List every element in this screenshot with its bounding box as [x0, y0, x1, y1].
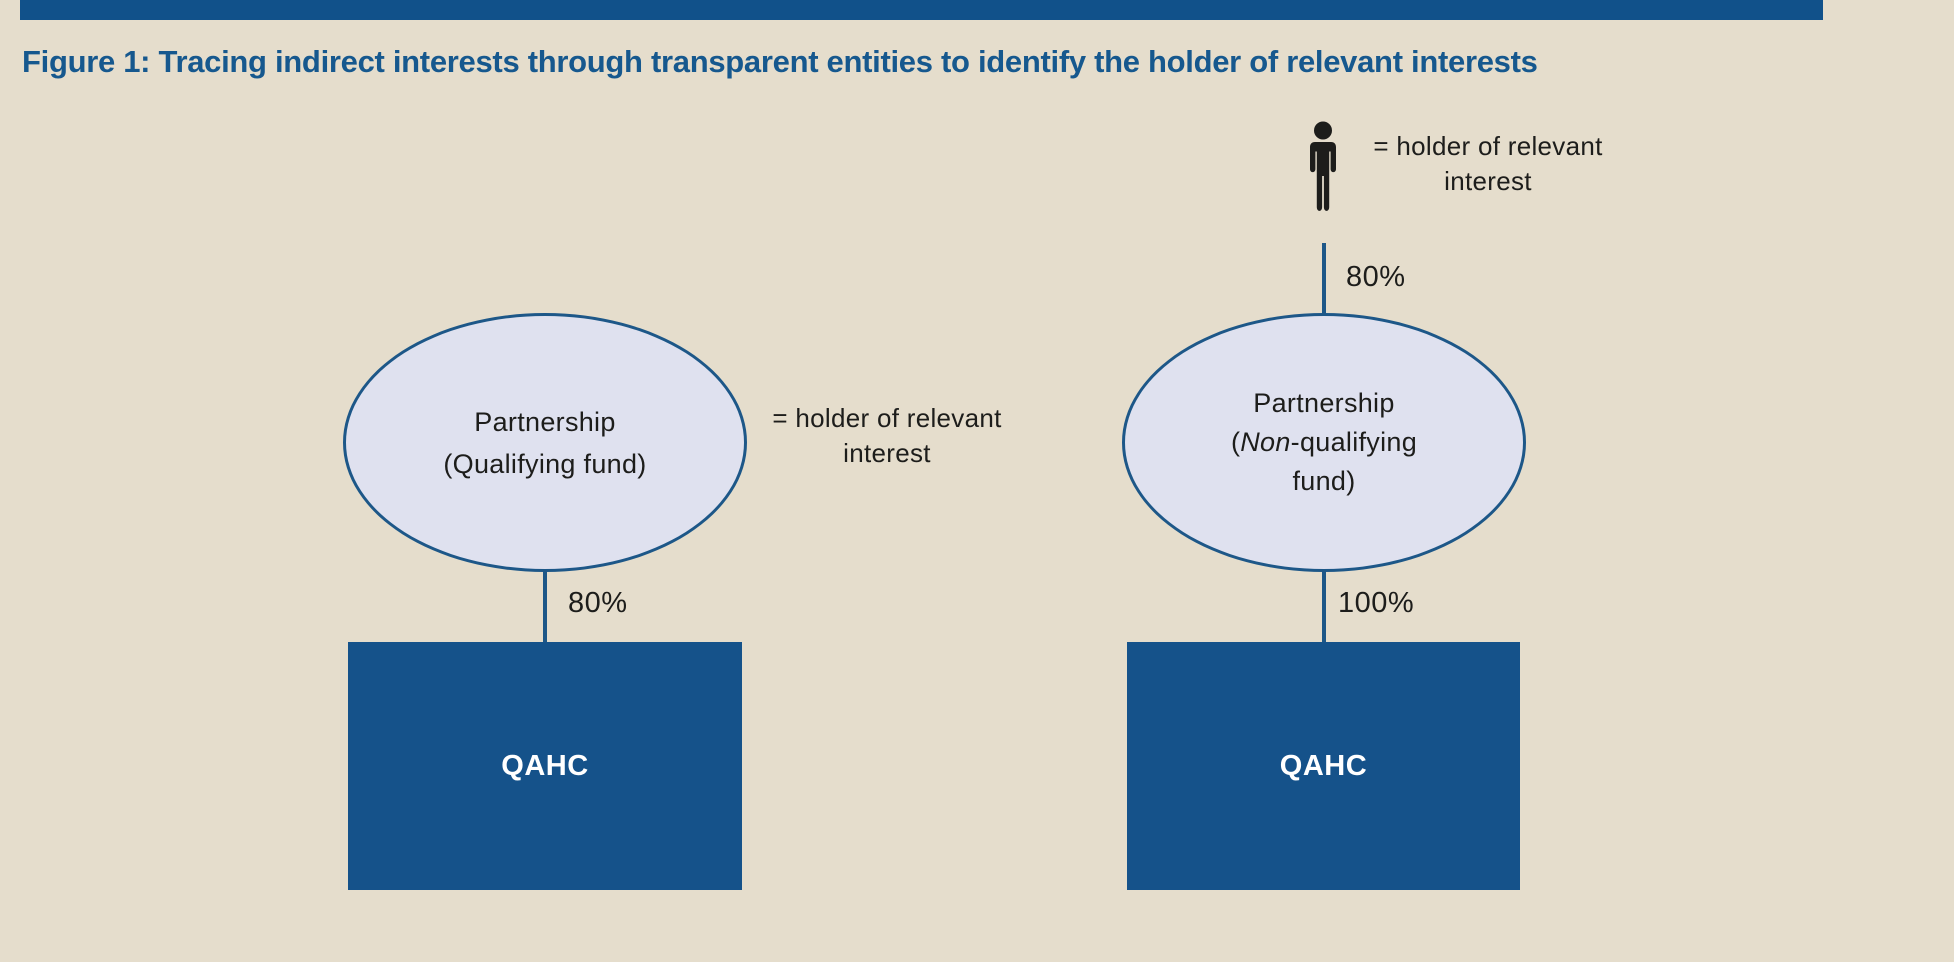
ownership-label-right-partnership-to-qahc: 100%	[1338, 587, 1415, 619]
right-partnership-line-3: fund)	[1292, 466, 1356, 496]
left-qahc-box: QAHC	[348, 642, 742, 890]
left-qahc-label: QAHC	[501, 749, 589, 782]
left-partnership-label: Partnership (Qualifying fund)	[443, 401, 646, 485]
left-partnership-ellipse: Partnership (Qualifying fund)	[343, 313, 747, 572]
legend-mid-line-1: = holder of relevant	[772, 403, 1002, 433]
right-qahc-label: QAHC	[1279, 749, 1368, 782]
right-partnership-ellipse: Partnership (Non-qualifying fund)	[1122, 313, 1526, 572]
legend-holder-of-relevant-interest: = holder of relevant interest	[1350, 129, 1626, 199]
right-qahc-box: QAHC	[1127, 642, 1520, 890]
legend-line-1: = holder of relevant	[1373, 131, 1603, 161]
connector-right-partnership-to-qahc	[1322, 571, 1326, 644]
legend-left-partnership-holder: = holder of relevant interest	[751, 401, 1023, 471]
legend-mid-line-2: interest	[843, 438, 931, 468]
figure-title: Figure 1: Tracing indirect interests thr…	[22, 44, 1538, 79]
person-icon	[1302, 121, 1344, 216]
connector-left-partnership-to-qahc	[543, 570, 547, 644]
legend-line-2: interest	[1444, 166, 1532, 196]
right-partnership-label: Partnership (Non-qualifying fund)	[1231, 384, 1417, 501]
right-partnership-line-2: (Non-qualifying	[1230, 427, 1418, 457]
top-accent-bar	[20, 0, 1823, 20]
right-partnership-line-1: Partnership	[1253, 388, 1395, 418]
left-partnership-line-2: (Qualifying fund)	[443, 448, 647, 479]
left-partnership-line-1: Partnership	[474, 406, 616, 437]
ownership-label-person-to-partnership: 80%	[1346, 261, 1406, 293]
connector-person-to-right-partnership	[1322, 243, 1326, 314]
ownership-label-left-partnership-to-qahc: 80%	[568, 587, 628, 619]
non-italic-text: Non	[1240, 427, 1291, 457]
